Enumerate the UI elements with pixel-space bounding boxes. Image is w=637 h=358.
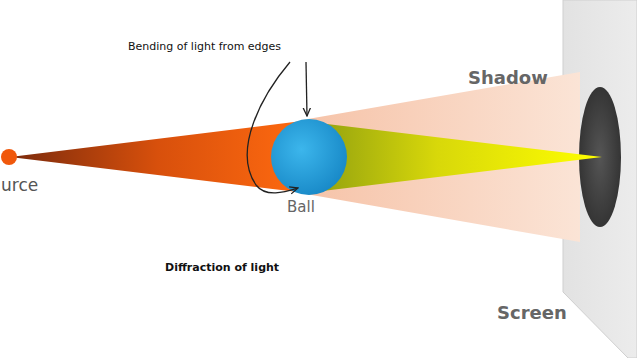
light-beam: [10, 121, 306, 193]
leader-line: [306, 62, 307, 116]
caption: Diffraction of light: [165, 262, 279, 274]
ball-circle: [271, 119, 347, 195]
leader-line: [247, 62, 298, 193]
source-label: urce: [1, 176, 38, 195]
callout-text: Bending of light from edges: [128, 41, 281, 53]
screen-label: Screen: [497, 303, 567, 323]
shadow-label: Shadow: [468, 68, 548, 88]
light-source: [1, 149, 17, 165]
ball-label: Ball: [287, 199, 315, 216]
